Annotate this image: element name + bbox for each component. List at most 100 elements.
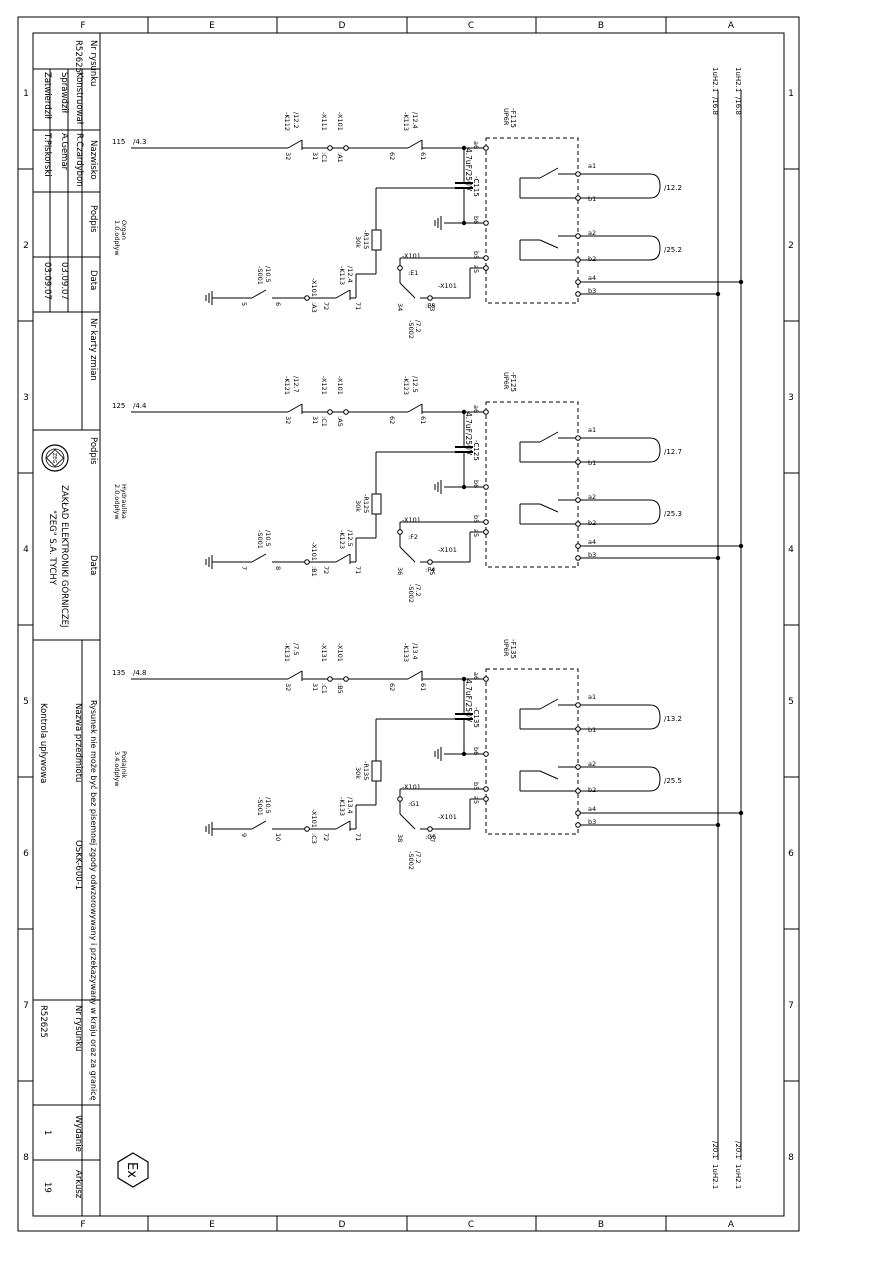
pin-number: 61: [419, 152, 427, 160]
grid-number: 3: [788, 393, 794, 403]
relay-pin: b5: [472, 515, 480, 523]
resistor-value: 30k: [354, 236, 362, 248]
grid-letter: F: [80, 21, 85, 31]
company-name: ZAKŁAD ELEKTRONIKI GÓRNICZEJ: [59, 485, 71, 628]
relay-pin-b5: [483, 255, 489, 261]
terminal-x5-label: -X101: [310, 542, 318, 561]
switch-s001: [251, 553, 267, 563]
switch-s002-ref: /7.2: [414, 851, 422, 864]
col-sign-label: Podpis: [88, 205, 98, 233]
relay-box: [485, 668, 579, 835]
terminal-x2-pin: :B5: [336, 683, 344, 694]
grid-number: 7: [788, 1001, 794, 1011]
grid-row-letters-bottom: F E D C B A: [80, 1220, 735, 1230]
outlet-sub-label: Hydraulika: [120, 484, 128, 519]
relay-contact: [539, 503, 559, 513]
relay-pin-a1: [575, 435, 581, 441]
col-date2-label: Data: [88, 555, 98, 575]
relay-pin-b2: [575, 257, 581, 263]
wire-ref: /4.3: [133, 138, 147, 146]
grid-letter: B: [598, 21, 604, 31]
contact-k1-label: -K131: [283, 643, 291, 662]
inner-frame: [32, 32, 785, 1217]
pin-number: 61: [419, 416, 427, 424]
relay-pin: b1: [588, 459, 596, 467]
ex-mark-text: Ex: [124, 1162, 139, 1178]
relay-pin: a6: [472, 672, 480, 680]
col-sign2-label: Podpis: [88, 437, 98, 465]
switch-s002-label: -S002: [407, 851, 415, 870]
relay-contact: [539, 431, 559, 443]
relay-pin: b5: [472, 782, 480, 790]
contact-k3-label: -K113: [338, 266, 346, 285]
edition-label: Wydanie: [73, 1115, 83, 1152]
bus-label: 1uH2.1: [711, 1164, 719, 1189]
switch-s001-ref: /10.5: [264, 530, 272, 547]
brace: [649, 499, 661, 525]
switch-s001-ref: /10.5: [264, 266, 272, 283]
relay-type: UP6R: [502, 639, 510, 657]
grid-letter: A: [728, 1220, 735, 1230]
relay-type: UP6R: [502, 372, 510, 390]
wire-number: 125: [112, 402, 125, 410]
drawing-number-label-2: Nr rysunku: [73, 1005, 83, 1051]
grid-col-ticks: [18, 168, 799, 1082]
grid-letter: B: [598, 1220, 604, 1230]
resistor-label: -R125: [362, 494, 370, 513]
relay-pin: a2: [588, 229, 596, 237]
relay-pin-b6: [483, 751, 489, 757]
resistor-label: -R115: [362, 230, 370, 249]
terminal-x5: [304, 559, 310, 565]
relay-pin: a4: [588, 274, 596, 282]
brace: [649, 235, 661, 261]
contact-k1-ref: /12.7: [292, 376, 300, 393]
pin-number: 71: [354, 566, 362, 574]
col-change-label: Nr karty zmian: [88, 318, 98, 381]
junction-dot: [738, 810, 744, 816]
contact-k1-ref: /7.5: [292, 643, 300, 656]
col-date-label: Data: [88, 270, 98, 290]
terminal-x4-label: -X101: [438, 546, 457, 554]
pin-number: 32: [284, 416, 292, 424]
grid-col-numbers-right: 1 2 3 4 5 6 7 8: [788, 89, 794, 1163]
pin-number: 6: [274, 302, 282, 306]
relay-pin: b2: [588, 519, 596, 527]
relay-pin: a4: [588, 538, 596, 546]
switch-s001-label: -S001: [256, 530, 264, 549]
pin-number: 35: [428, 567, 436, 575]
terminal-x1-label: -X111: [320, 112, 328, 131]
junction-dot: [738, 279, 744, 285]
switch-s002-ref: /7.2: [414, 320, 422, 333]
grid-letter: E: [209, 1220, 215, 1230]
supply-buses: [717, 90, 742, 1160]
contact-k2-ref: /13.4: [411, 643, 419, 660]
contact-k2: [407, 403, 423, 413]
relay-pin: a6: [472, 141, 480, 149]
switch-s001: [251, 289, 267, 299]
contact-k2-ref: /12.4: [411, 112, 419, 129]
pin-number: 62: [388, 152, 396, 160]
terminal-x5-label: -X101: [310, 278, 318, 297]
contact-k2: [407, 139, 423, 149]
outlet-label: 3.4.odpływ: [113, 751, 121, 787]
relay-pin-b6: [483, 484, 489, 490]
capacitor-value: 4.7uF/250V: [464, 148, 473, 192]
terminal-x1: [327, 676, 333, 682]
contact-k2-label: -K133: [402, 643, 410, 662]
grid-col-numbers-left: 1 2 3 4 5 6 7 8: [23, 89, 29, 1163]
bus-ref: /16.8: [734, 97, 742, 115]
contact-k3: [335, 553, 351, 563]
zeg-logo: ZEG: [41, 444, 69, 472]
relay-pin: a1: [588, 426, 596, 434]
relay-pin-b1: [575, 195, 581, 201]
bus-label: 1uH2.1: [734, 67, 742, 92]
relay-pin-a5: [483, 796, 489, 802]
contact-k3-label: -K133: [338, 797, 346, 816]
capacitor-value: 4.7uF/250V: [464, 412, 473, 456]
relay-pin-a1: [575, 702, 581, 708]
terminal-x4: [427, 295, 433, 301]
wire-number: 135: [112, 669, 125, 677]
relay-pin: a1: [588, 693, 596, 701]
pin-number: 37: [428, 834, 436, 842]
cross-ref: /12.2: [664, 184, 682, 192]
